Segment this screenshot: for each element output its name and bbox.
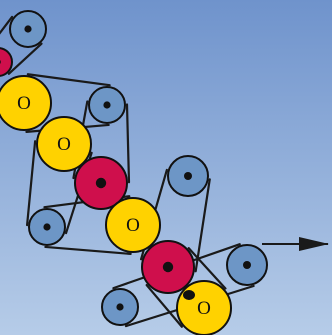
idler-roller: [226, 244, 268, 286]
roller-label: O: [17, 93, 31, 114]
roller-hub: [24, 25, 32, 33]
ink-mark: [183, 290, 195, 300]
roller-disc: [105, 197, 161, 253]
roller-disc: [36, 116, 92, 172]
belt-segment: [26, 73, 111, 87]
belt-segment: [145, 283, 183, 328]
driven-roller: [141, 240, 195, 294]
roller-hub: [0, 60, 1, 64]
driven-roller: [0, 47, 13, 77]
roller-layer: O O O O: [0, 10, 268, 335]
idler-roller: [88, 86, 126, 124]
labeled-roller: O: [176, 280, 232, 335]
roller-disc: [0, 75, 52, 131]
roller-hub: [95, 177, 107, 189]
roller-disc: [0, 47, 13, 77]
belt-segment: [25, 140, 37, 227]
belt-segment: [44, 245, 132, 256]
belt-segment: [7, 42, 43, 75]
roller-hub: [243, 261, 251, 269]
roller-label: O: [57, 134, 71, 155]
roller-hub: [116, 303, 124, 311]
idler-roller: [101, 288, 139, 326]
idler-roller: [28, 208, 66, 246]
labeled-roller: O: [105, 197, 161, 253]
idler-roller: [9, 10, 47, 48]
belt-segment: [194, 178, 211, 273]
roller-label: O: [197, 298, 211, 319]
roller-hub: [184, 172, 192, 180]
roller-hub: [43, 223, 51, 231]
roller-label: O: [126, 215, 140, 236]
belt-segment: [0, 15, 14, 35]
belt-segment: [187, 247, 227, 290]
roller-hub: [103, 101, 111, 109]
driven-roller: [74, 156, 128, 210]
idler-roller: [167, 155, 209, 197]
labeled-roller: O: [0, 75, 52, 131]
belt-segment: [125, 103, 131, 184]
roller-hub: [162, 261, 174, 273]
labeled-roller: O: [36, 116, 92, 172]
